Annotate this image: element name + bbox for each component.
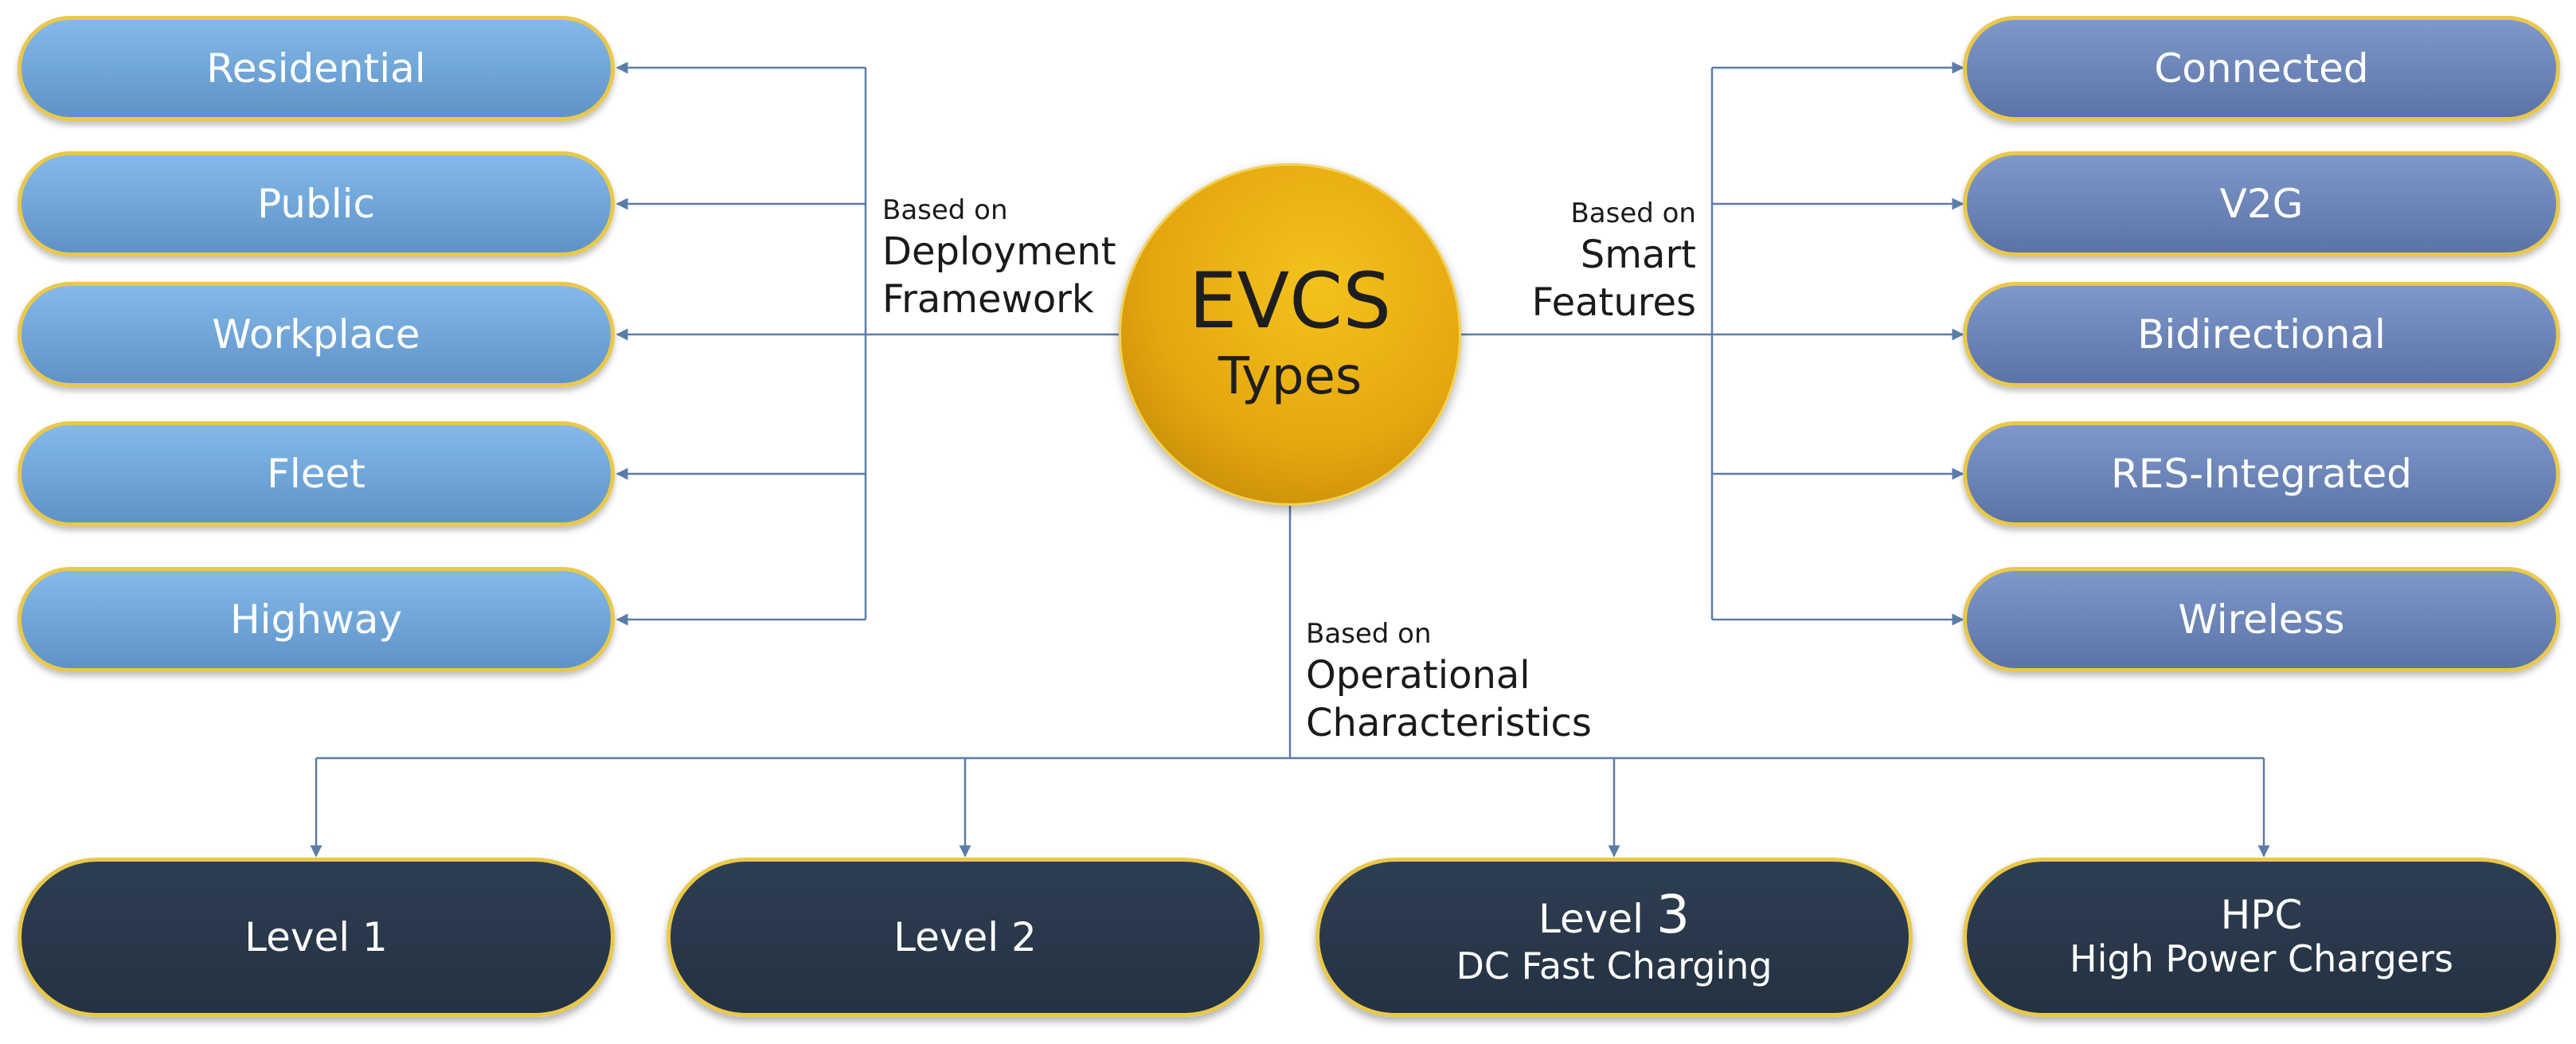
pill-public: Public (18, 151, 615, 256)
pill-level3: Level 3 DC Fast Charging (1315, 858, 1913, 1017)
pill-label: Residential (206, 45, 426, 92)
pill-label: Connected (2154, 45, 2369, 92)
pill-label: HPC (2220, 891, 2303, 938)
pill-label: Highway (229, 596, 403, 643)
branch-label-operational: Based on Operational Characteristics (1306, 617, 1592, 747)
pill-label: Bidirectional (2137, 311, 2386, 358)
pill-v2g: V2G (1963, 151, 2560, 256)
branch-prefix: Based on (882, 194, 1008, 226)
branch-prefix: Based on (1306, 618, 1432, 650)
pill-label-text: Level (1538, 896, 1656, 943)
branch-line2: Features (1531, 280, 1696, 325)
branch-line1: Smart (1580, 232, 1696, 277)
branch-line1: Operational (1306, 652, 1530, 698)
pill-level2: Level 2 (666, 858, 1264, 1017)
branch-label-smart: Based on Smart Features (1532, 197, 1696, 326)
pill-workplace: Workplace (18, 282, 615, 387)
pill-label-line: Level 3 (1538, 886, 1690, 944)
pill-label: Public (257, 180, 375, 227)
pill-label: V2G (2219, 180, 2304, 227)
pill-label-number: 3 (1655, 884, 1690, 946)
evcs-types-hub: EVCS Types (1119, 163, 1461, 506)
hub-title: EVCS (1188, 256, 1392, 346)
pill-sublabel: High Power Chargers (2070, 936, 2453, 980)
pill-res-integrated: RES-Integrated (1963, 421, 2560, 526)
pill-label: Wireless (2178, 596, 2345, 643)
pill-label: Fleet (267, 450, 365, 497)
pill-fleet: Fleet (18, 421, 615, 526)
branch-line2: Framework (882, 276, 1094, 322)
pill-sublabel: DC Fast Charging (1456, 944, 1773, 987)
pill-connected: Connected (1963, 16, 2560, 121)
branch-line2: Characteristics (1306, 700, 1592, 745)
hub-subtitle: Types (1218, 347, 1362, 406)
branch-prefix: Based on (1570, 197, 1696, 229)
pill-residential: Residential (18, 16, 615, 121)
branch-line1: Deployment (882, 229, 1116, 274)
pill-wireless: Wireless (1963, 567, 2560, 672)
pill-label: Workplace (212, 311, 420, 358)
branch-label-deployment: Based on Deployment Framework (882, 194, 1116, 323)
pill-label: Level 1 (244, 913, 388, 960)
pill-level1: Level 1 (18, 858, 615, 1017)
pill-label: RES-Integrated (2111, 450, 2412, 497)
pill-highway: Highway (18, 567, 615, 672)
pill-hpc: HPC High Power Chargers (1963, 858, 2560, 1017)
pill-label: Level 2 (893, 913, 1037, 960)
pill-bidirectional: Bidirectional (1963, 282, 2560, 387)
